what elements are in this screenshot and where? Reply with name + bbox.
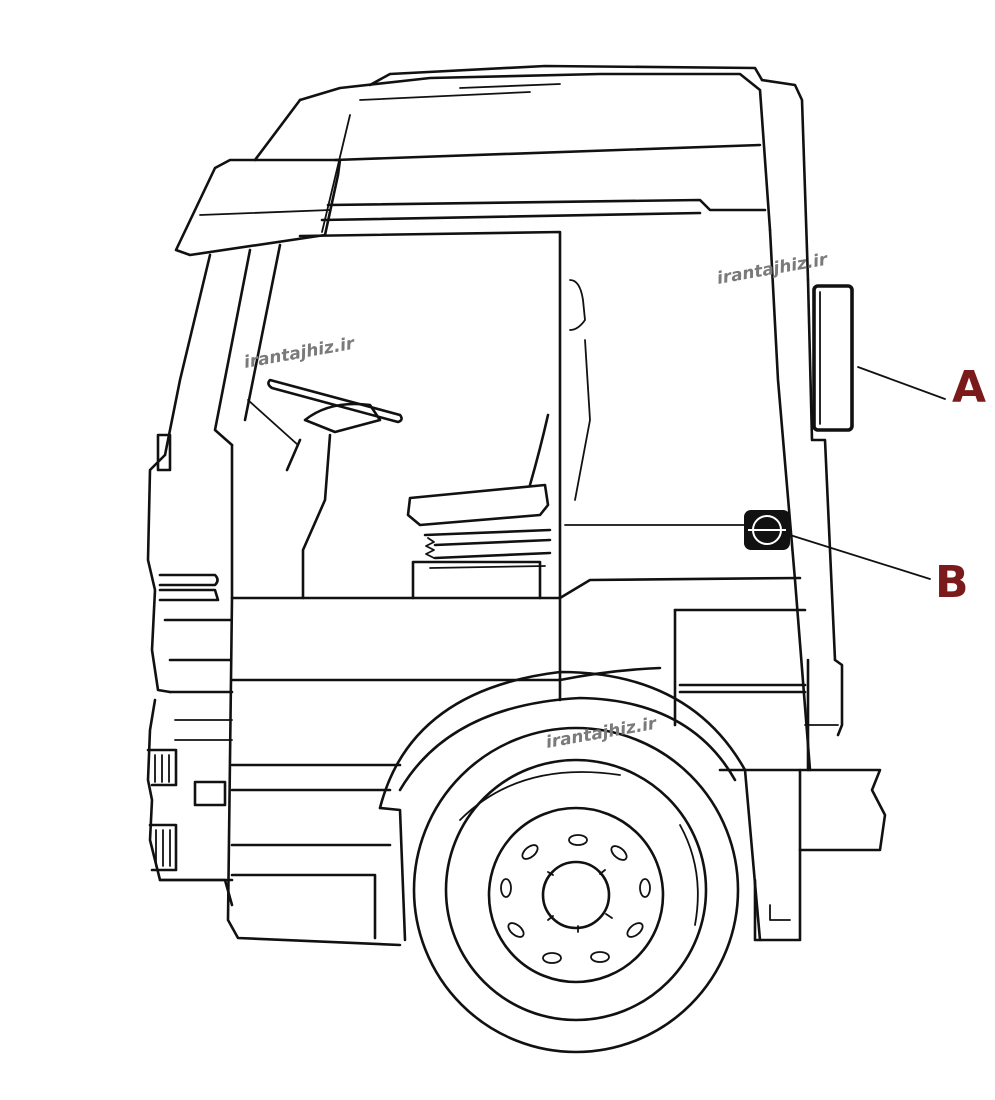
a-pillar [163, 230, 562, 702]
front-grille [146, 433, 234, 907]
callout-b-label: B [935, 557, 969, 608]
cab-rear-edge [760, 78, 844, 772]
steering-wheel [247, 378, 403, 600]
chassis-rail [718, 768, 887, 942]
mirror [812, 284, 854, 432]
b-pillar [569, 279, 591, 501]
wheel-arch [378, 670, 762, 942]
cab-roof [253, 64, 772, 233]
driver-seat [406, 413, 552, 600]
front-wheel [412, 726, 740, 1054]
watermark-text: irantajhiz.ir [242, 334, 357, 373]
side-marker-light [744, 510, 790, 550]
callout-a-leader [857, 366, 946, 400]
callout-b-leader [789, 534, 931, 580]
watermark-text: irantajhiz.ir [544, 714, 659, 753]
sun-visor [174, 158, 342, 257]
door-panel [226, 443, 807, 947]
callout-a-label: A [952, 362, 986, 413]
